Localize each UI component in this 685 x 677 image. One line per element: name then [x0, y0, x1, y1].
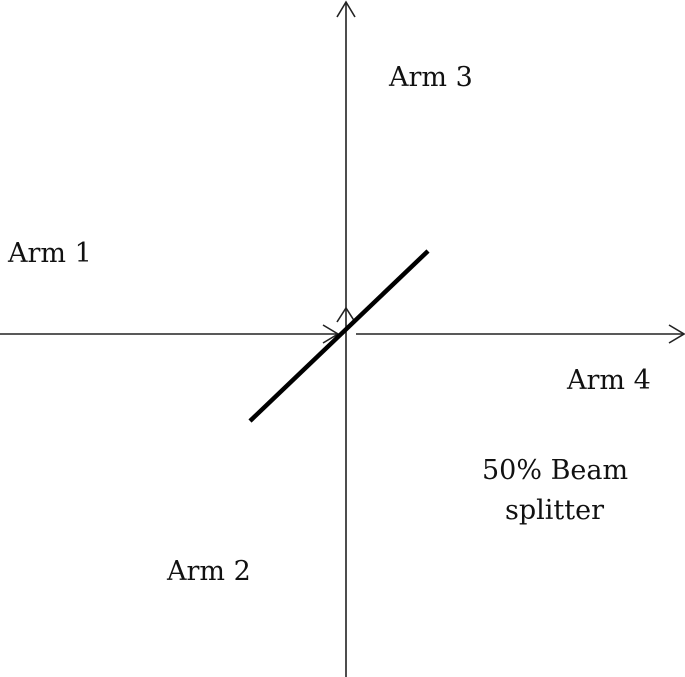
arm4-label: Arm 4 — [566, 365, 651, 396]
splitter-label-line1: 50% Beam — [482, 455, 628, 486]
beam-splitter — [248, 249, 430, 423]
splitter-label-line2: splitter — [505, 495, 604, 526]
arm1-label: Arm 1 — [7, 238, 92, 269]
arm3-arrowhead — [336, 0, 356, 18]
arm3-label: Arm 3 — [388, 62, 473, 93]
arm4-arrowhead — [668, 324, 685, 344]
arm2-incoming-arrowhead — [336, 306, 356, 323]
arm2-label: Arm 2 — [166, 556, 251, 587]
